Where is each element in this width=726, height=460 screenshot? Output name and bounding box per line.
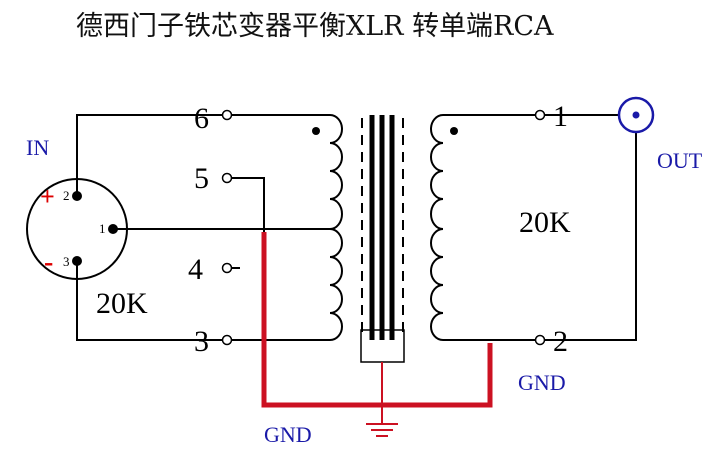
label-pin1: 1 bbox=[553, 100, 568, 133]
label-pin5: 5 bbox=[194, 162, 209, 195]
label-pin2: 2 bbox=[553, 325, 568, 358]
primary-terminals bbox=[221, 109, 233, 346]
terminal-1 bbox=[534, 109, 546, 121]
wire-pin3-to-3 bbox=[76, 261, 222, 341]
label-primary-impedance: 20K bbox=[96, 287, 148, 320]
label-pin3: 3 bbox=[194, 325, 209, 358]
primary-polarity-dot bbox=[312, 127, 320, 135]
primary-wires bbox=[76, 114, 330, 341]
wire-pin2-to-6 bbox=[76, 114, 222, 196]
terminal-5 bbox=[221, 172, 233, 184]
label-gnd-left: GND bbox=[264, 422, 312, 447]
ground-bus bbox=[261, 232, 493, 408]
terminal-4 bbox=[221, 262, 233, 274]
label-out: OUT bbox=[657, 148, 703, 173]
label-xlr-pin1: 1 bbox=[99, 221, 106, 236]
terminal-2 bbox=[534, 334, 546, 346]
rca-connector bbox=[617, 96, 655, 134]
terminal-3 bbox=[221, 334, 233, 346]
secondary-polarity-dot bbox=[450, 127, 458, 135]
label-xlr-pin2: 2 bbox=[63, 188, 70, 203]
ground-wires bbox=[261, 232, 493, 408]
terminal-6 bbox=[221, 109, 233, 121]
rca-center-pin bbox=[632, 111, 640, 119]
label-plus: + bbox=[40, 182, 55, 211]
label-in: IN bbox=[26, 135, 49, 160]
transformer-core bbox=[360, 115, 405, 363]
primary-coil bbox=[329, 114, 343, 341]
label-xlr-pin3: 3 bbox=[63, 254, 70, 269]
ground-symbol bbox=[366, 405, 398, 437]
diagram-title: 德西门子铁芯变器平衡XLR 转单端RCA bbox=[76, 11, 554, 42]
label-pin6: 6 bbox=[194, 102, 209, 135]
secondary-terminals bbox=[534, 109, 546, 346]
label-minus: - bbox=[44, 247, 53, 278]
secondary-coil bbox=[430, 114, 444, 341]
label-secondary-impedance: 20K bbox=[519, 206, 571, 239]
wire-5-to-ground bbox=[232, 177, 265, 232]
wire-2-to-rca bbox=[545, 132, 637, 341]
label-gnd-right: GND bbox=[518, 370, 566, 395]
label-pin4: 4 bbox=[188, 253, 203, 286]
secondary-wires bbox=[443, 114, 637, 341]
